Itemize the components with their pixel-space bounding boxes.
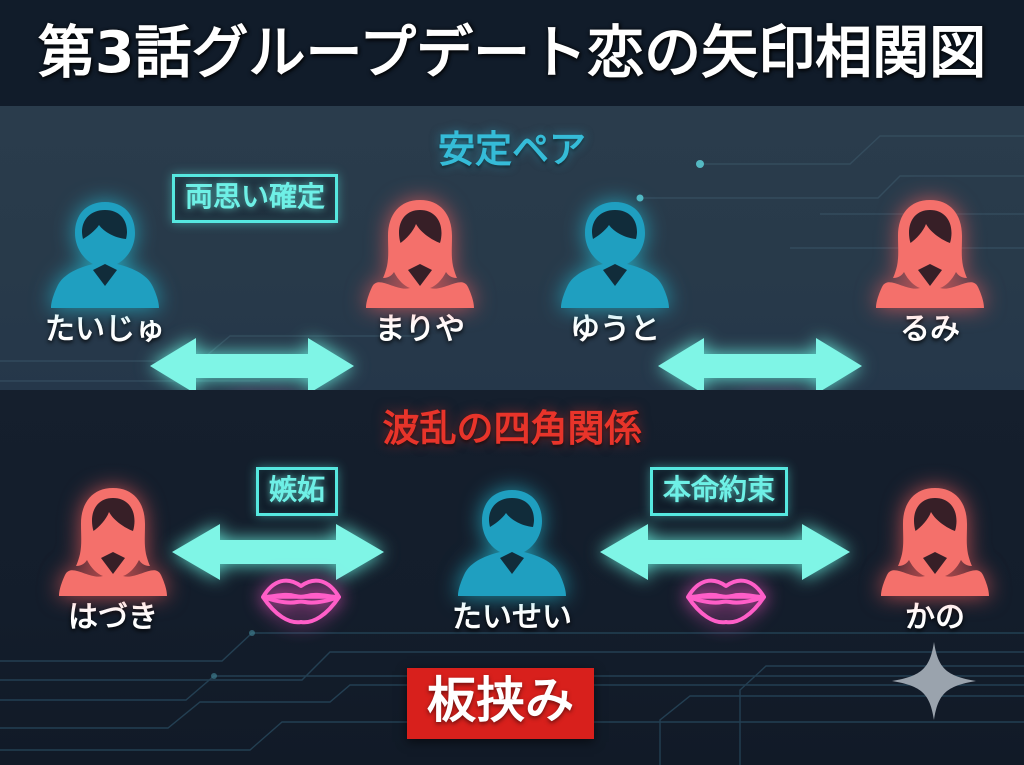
- female-avatar-icon: [876, 200, 984, 308]
- person-node-mariya[interactable]: まりや: [345, 194, 495, 346]
- person-node-rumi[interactable]: るみ: [855, 194, 1005, 346]
- person-node-yuto[interactable]: ゆうと: [540, 194, 690, 346]
- person-node-hazuki[interactable]: はづき: [38, 482, 188, 634]
- title-bar: 第3話グループデート恋の矢印相関図: [0, 0, 1024, 106]
- sparkle-icon: [888, 640, 980, 722]
- status-badge-caught-in-middle: 板挟み: [407, 668, 595, 739]
- person-name: まりや: [375, 312, 465, 347]
- section-heading-square: 波乱の四角関係: [382, 407, 642, 450]
- person-name: たいじゅ: [45, 312, 165, 347]
- female-avatar-icon: [366, 200, 474, 308]
- double-arrow-icon: [150, 330, 354, 390]
- person-node-taisei[interactable]: たいせい: [437, 482, 587, 634]
- person-name: ゆうと: [570, 312, 660, 347]
- person-node-taiju[interactable]: たいじゅ: [30, 194, 180, 346]
- female-avatar-icon: [59, 488, 167, 596]
- relation-tag-mutual-love: 両思い確定: [172, 174, 339, 223]
- person-name: はづき: [68, 600, 158, 635]
- person-name: かの: [905, 600, 965, 635]
- male-avatar-icon: [458, 490, 566, 596]
- section-stable-pair: 安定ペア 両思い確定: [0, 106, 1024, 390]
- relation-tag-jealousy: 嫉妬: [256, 467, 339, 516]
- person-name: るみ: [900, 312, 960, 347]
- lips-icon: [255, 570, 347, 628]
- lips-icon: [680, 570, 772, 628]
- double-arrow-icon: [658, 330, 862, 390]
- person-name: たいせい: [452, 600, 572, 635]
- male-avatar-icon: [51, 202, 159, 308]
- male-avatar-icon: [561, 202, 669, 308]
- double-arrow-icon: [172, 516, 384, 588]
- page-title: 第3話グループデート恋の矢印相関図: [37, 19, 987, 86]
- double-arrow-icon: [600, 516, 850, 588]
- relation-tag-true-love-promise: 本命約束: [650, 467, 789, 516]
- section-heading-stable: 安定ペア: [438, 128, 586, 171]
- section-love-square: 波乱の四角関係 嫉妬 本命約束: [0, 390, 1024, 765]
- person-node-kano[interactable]: かの: [860, 482, 1010, 634]
- female-avatar-icon: [881, 488, 989, 596]
